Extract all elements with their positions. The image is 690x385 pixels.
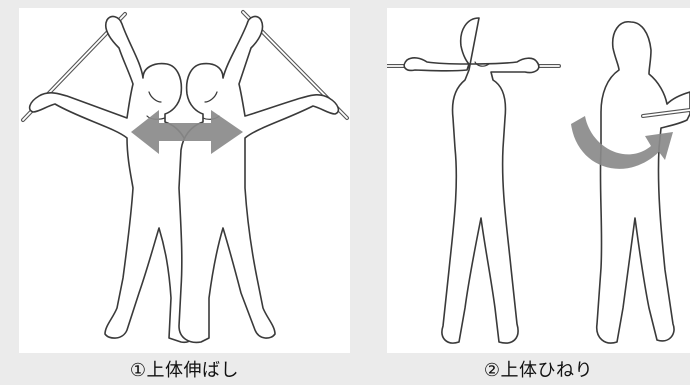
figure-right-stretch <box>178 15 340 344</box>
caption-twist: ②上体ひねり <box>483 360 594 381</box>
figure-left-stretch <box>28 15 197 344</box>
stretch-illustration <box>21 10 349 344</box>
caption-stretch: ①上体伸ばし <box>129 360 240 381</box>
double-arrow-left-right-icon <box>131 110 243 154</box>
twist-illustration <box>387 17 690 344</box>
figure-front-twist <box>403 17 540 344</box>
figure-side-twist <box>595 21 690 344</box>
curved-rotation-arrow-icon <box>571 116 673 169</box>
panel-stretch-illustration <box>19 8 350 353</box>
panel-twist-illustration <box>387 8 690 353</box>
